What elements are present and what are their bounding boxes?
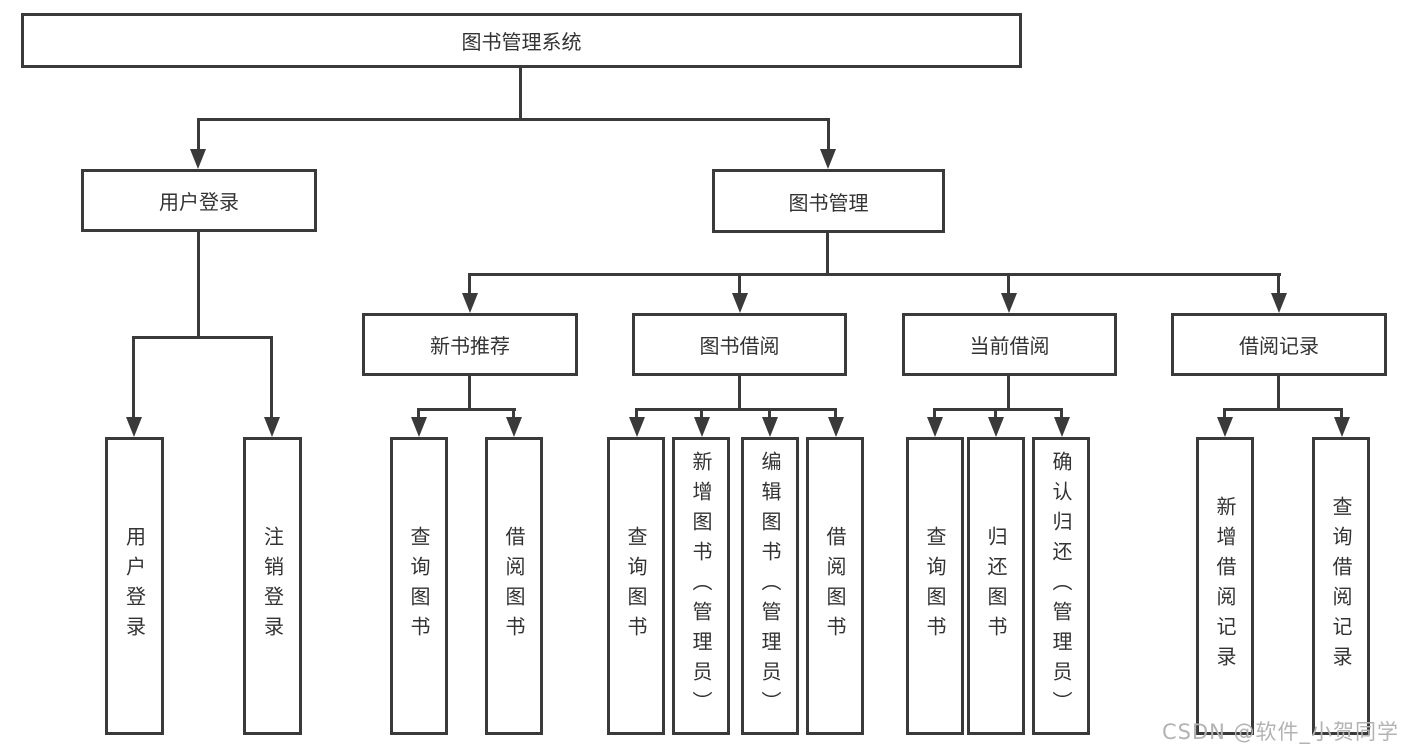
leaf-newbook-query-books-label: 查询图书 <box>407 526 431 646</box>
leaf-borrow-add-books-admin-label: 新增图书（管理员） <box>689 451 713 721</box>
arrow-down-icon <box>828 417 844 437</box>
leaf-borrow-lend-books: 借阅图书 <box>806 437 864 735</box>
connector-line <box>827 118 830 153</box>
arrow-down-icon <box>629 417 645 437</box>
arrow-down-icon <box>462 293 478 313</box>
connector-line <box>933 408 936 420</box>
leaf-borrow-add-books-admin: 新增图书（管理员） <box>672 437 730 735</box>
arrow-down-icon <box>190 149 206 169</box>
leaf-records-query-record-label: 查询借阅记录 <box>1329 496 1353 676</box>
leaf-borrow-edit-books-admin: 编辑图书（管理员） <box>741 437 799 735</box>
arrow-down-icon <box>411 417 427 437</box>
leaf-newbook-query-books: 查询图书 <box>390 437 448 735</box>
connector-line <box>1007 273 1010 295</box>
leaf-current-return-books: 归还图书 <box>967 437 1025 735</box>
leaf-user-login: 用户登录 <box>105 437 164 735</box>
arrow-down-icon <box>126 417 142 437</box>
leaf-records-query-record: 查询借阅记录 <box>1312 437 1370 735</box>
arrow-down-icon <box>1271 293 1287 313</box>
connector-line <box>197 118 200 153</box>
leaf-current-confirm-return-admin-label: 确认归还（管理员） <box>1049 451 1073 721</box>
connector-line <box>512 408 515 420</box>
node-new-book-recommend-label: 新书推荐 <box>430 334 510 358</box>
connector-line <box>1340 408 1343 420</box>
arrow-down-icon <box>1001 293 1017 313</box>
connector-line <box>468 376 471 411</box>
arrow-down-icon <box>506 417 522 437</box>
connector-line <box>635 408 837 411</box>
connector-line <box>417 408 516 411</box>
arrow-down-icon <box>694 417 710 437</box>
node-new-book-recommend: 新书推荐 <box>362 313 578 376</box>
connector-line <box>519 68 522 121</box>
leaf-user-login-label: 用户登录 <box>122 526 147 646</box>
connector-line <box>270 336 273 420</box>
connector-line <box>1277 273 1280 295</box>
leaf-borrow-query-books: 查询图书 <box>607 437 665 735</box>
node-user-login-label: 用户登录 <box>159 190 239 214</box>
node-borrow-records-label: 借阅记录 <box>1239 334 1319 358</box>
node-book-borrow: 图书借阅 <box>632 313 847 376</box>
leaf-borrow-edit-books-admin-label: 编辑图书（管理员） <box>758 451 782 721</box>
connector-line <box>132 336 273 339</box>
connector-line <box>197 232 200 339</box>
leaf-newbook-borrow-books-label: 借阅图书 <box>502 526 526 646</box>
connector-line <box>468 273 471 295</box>
connector-line <box>468 273 1281 276</box>
node-user-login: 用户登录 <box>81 169 317 232</box>
arrow-down-icon <box>1217 417 1233 437</box>
connector-line <box>1277 376 1280 411</box>
leaf-records-add-record: 新增借阅记录 <box>1196 437 1254 735</box>
leaf-logout: 注销登录 <box>243 437 302 735</box>
connector-line <box>1223 408 1343 411</box>
connector-line <box>738 273 741 295</box>
connector-line <box>994 408 997 420</box>
arrow-down-icon <box>762 417 778 437</box>
leaf-newbook-borrow-books: 借阅图书 <box>485 437 543 735</box>
node-root: 图书管理系统 <box>21 13 1022 68</box>
connector-line <box>1223 408 1226 420</box>
connector-line <box>1060 408 1063 420</box>
leaf-borrow-query-books-label: 查询图书 <box>624 526 648 646</box>
connector-line <box>834 408 837 420</box>
leaf-logout-label: 注销登录 <box>260 526 285 646</box>
connector-line <box>826 233 829 276</box>
leaf-current-query-books-label: 查询图书 <box>923 526 947 646</box>
connector-line <box>417 408 420 420</box>
csdn-watermark: CSDN @软件_小贺同学 <box>1162 720 1400 744</box>
node-book-borrow-label: 图书借阅 <box>699 334 780 358</box>
arrow-down-icon <box>1054 417 1070 437</box>
leaf-records-add-record-label: 新增借阅记录 <box>1213 496 1237 676</box>
arrow-down-icon <box>1334 417 1350 437</box>
arrow-down-icon <box>988 417 1004 437</box>
arrow-down-icon <box>264 417 280 437</box>
connector-line <box>197 118 830 121</box>
connector-line <box>933 408 1063 411</box>
node-current-borrow: 当前借阅 <box>902 313 1117 376</box>
node-book-management: 图书管理 <box>712 169 945 233</box>
node-borrow-records: 借阅记录 <box>1171 313 1387 376</box>
leaf-current-query-books: 查询图书 <box>906 437 964 735</box>
arrow-down-icon <box>820 149 836 169</box>
node-root-label: 图书管理系统 <box>461 30 582 54</box>
node-book-management-label: 图书管理 <box>788 190 869 215</box>
connector-line <box>635 408 638 420</box>
connector-line <box>132 336 135 420</box>
leaf-current-confirm-return-admin: 确认归还（管理员） <box>1032 437 1090 735</box>
connector-line <box>1007 376 1010 411</box>
leaf-current-return-books-label: 归还图书 <box>984 526 1008 646</box>
arrow-down-icon <box>732 293 748 313</box>
connector-line <box>738 376 741 411</box>
node-current-borrow-label: 当前借阅 <box>969 334 1050 358</box>
connector-line <box>700 408 703 420</box>
arrow-down-icon <box>927 417 943 437</box>
leaf-borrow-lend-books-label: 借阅图书 <box>823 526 847 646</box>
connector-line <box>768 408 771 420</box>
